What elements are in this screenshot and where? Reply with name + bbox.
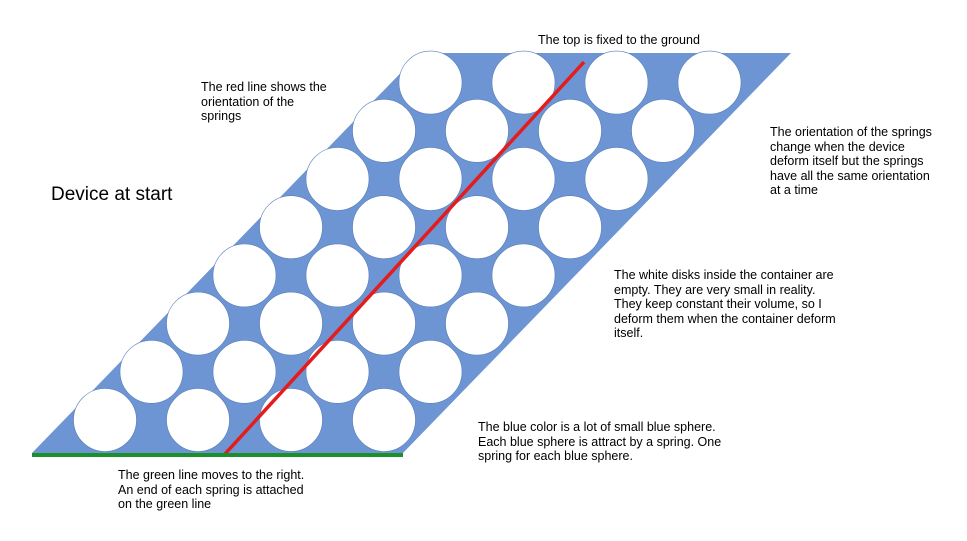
- empty-disk: [398, 339, 463, 404]
- empty-disk: [538, 195, 602, 259]
- note-line: They keep constant their volume, so I: [614, 297, 822, 311]
- empty-disk: [305, 243, 370, 308]
- note-line: springs: [201, 109, 242, 123]
- empty-disk: [491, 243, 556, 308]
- empty-disk: [491, 147, 556, 211]
- note-line: An end of each spring is attached: [118, 482, 304, 497]
- note-line: Each blue sphere is attract by a spring.…: [478, 434, 722, 449]
- spring-orientation-red-line: [222, 60, 586, 457]
- empty-disk: [398, 147, 463, 211]
- note-line: deform itself but the springs: [770, 154, 924, 168]
- empty-disks: [73, 50, 742, 452]
- note-line: The white disks inside the container are: [614, 268, 834, 282]
- device-title: Device at start: [51, 184, 173, 205]
- empty-disk: [212, 339, 277, 404]
- empty-disk: [538, 99, 602, 163]
- note-green-line: The green line moves to the right. An en…: [118, 468, 304, 512]
- note-line: spring for each blue sphere.: [478, 449, 633, 463]
- note-line: at a time: [770, 183, 818, 197]
- empty-disk: [631, 99, 695, 163]
- empty-disk: [119, 339, 184, 404]
- empty-disk: [584, 50, 649, 115]
- empty-disk: [398, 50, 463, 115]
- empty-disk: [352, 195, 416, 259]
- note-line: change when the device: [770, 139, 905, 154]
- note-orientation: The orientation of the springs change wh…: [770, 125, 932, 198]
- note-top-fixed: The top is fixed to the ground: [538, 33, 700, 47]
- note-line: have all the same orientation: [770, 168, 930, 183]
- empty-disk: [305, 147, 370, 211]
- empty-disk: [259, 195, 323, 259]
- note-line: The blue color is a lot of small blue sp…: [478, 420, 716, 434]
- note-white-disks: The white disks inside the container are…: [614, 268, 836, 341]
- empty-disk: [305, 339, 370, 404]
- note-line: deform them when the container deform: [614, 311, 836, 326]
- empty-disk: [445, 99, 509, 163]
- empty-disk: [73, 388, 137, 452]
- note-line: orientation of the: [201, 94, 295, 109]
- note-red-line: The red line shows the orientation of th…: [201, 80, 327, 124]
- empty-disk: [259, 291, 323, 356]
- empty-disk: [352, 388, 416, 452]
- note-line: empty. They are very small in reality.: [614, 282, 816, 297]
- empty-disk: [398, 243, 463, 308]
- empty-disk: [584, 147, 649, 211]
- note-line: on the green line: [118, 497, 212, 511]
- empty-disk: [445, 195, 509, 259]
- empty-disk: [352, 291, 416, 356]
- note-line: The red line shows the: [201, 80, 327, 94]
- note-blue-color: The blue color is a lot of small blue sp…: [478, 420, 721, 464]
- empty-disk: [491, 50, 556, 115]
- note-line: The green line moves to the right.: [118, 468, 305, 482]
- empty-disk: [445, 291, 509, 356]
- note-line: itself.: [614, 326, 644, 340]
- note-line: The orientation of the springs: [770, 125, 932, 139]
- empty-disk: [259, 388, 323, 452]
- empty-disk: [352, 99, 416, 163]
- empty-disk: [677, 50, 742, 115]
- empty-disk: [166, 388, 230, 452]
- empty-disk: [212, 243, 277, 308]
- empty-disk: [166, 291, 230, 356]
